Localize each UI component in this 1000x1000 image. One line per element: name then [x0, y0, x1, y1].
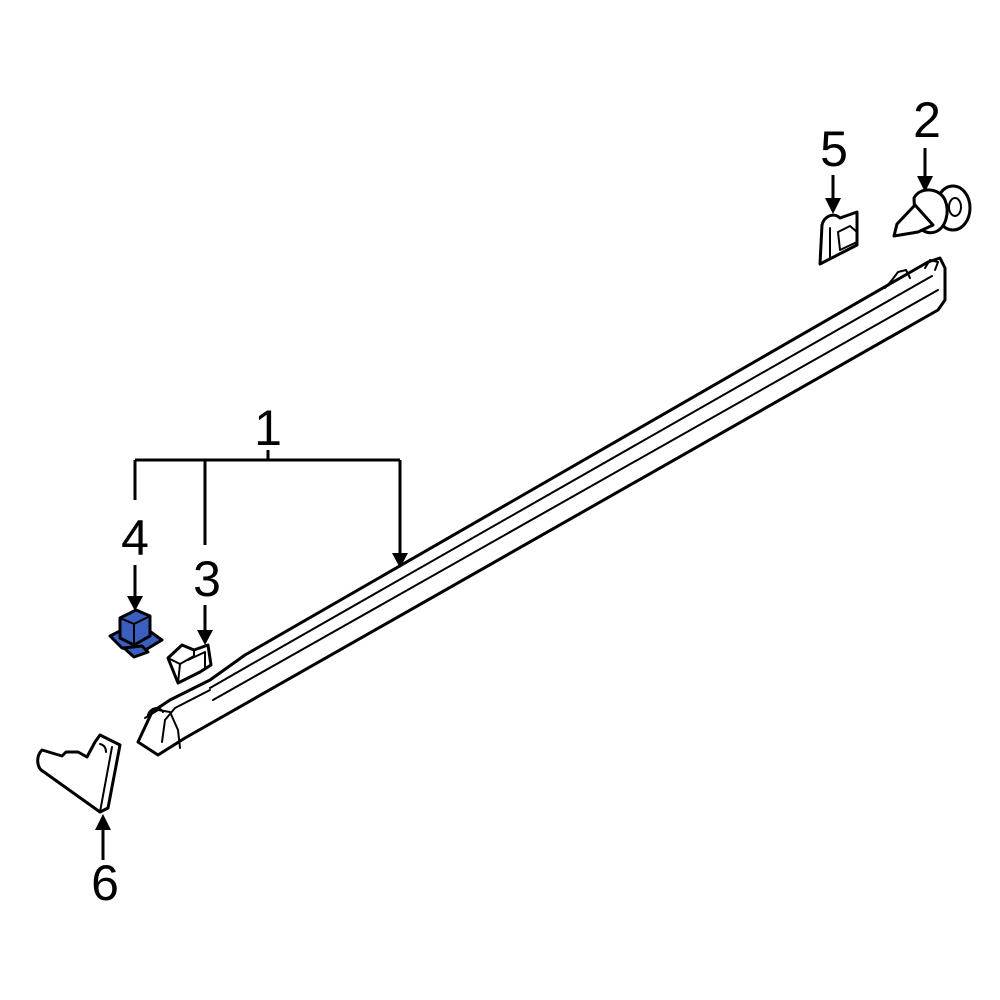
arrow-icon	[825, 198, 841, 214]
push-pin-retainer[interactable]	[892, 184, 972, 238]
molding-clip-highlighted[interactable]	[108, 608, 164, 659]
molding-clip[interactable]	[166, 643, 213, 685]
callout-1: 1	[254, 400, 282, 456]
callout-labels: 1 2 3 4 5 6	[91, 92, 941, 911]
arrow-icon	[392, 553, 408, 568]
rocker-panel-molding[interactable]	[136, 256, 947, 757]
arrow-icon	[917, 176, 933, 192]
callout-3: 3	[193, 551, 221, 607]
side-clip[interactable]	[818, 210, 859, 266]
arrow-icon	[197, 630, 213, 645]
arrow-icon	[127, 596, 143, 611]
leader-lines	[95, 148, 933, 860]
end-cap[interactable]	[36, 733, 122, 814]
arrow-icon	[95, 814, 111, 830]
callout-6: 6	[91, 855, 119, 911]
callout-5: 5	[820, 121, 848, 177]
callout-4: 4	[121, 510, 149, 566]
callout-2: 2	[913, 92, 941, 148]
